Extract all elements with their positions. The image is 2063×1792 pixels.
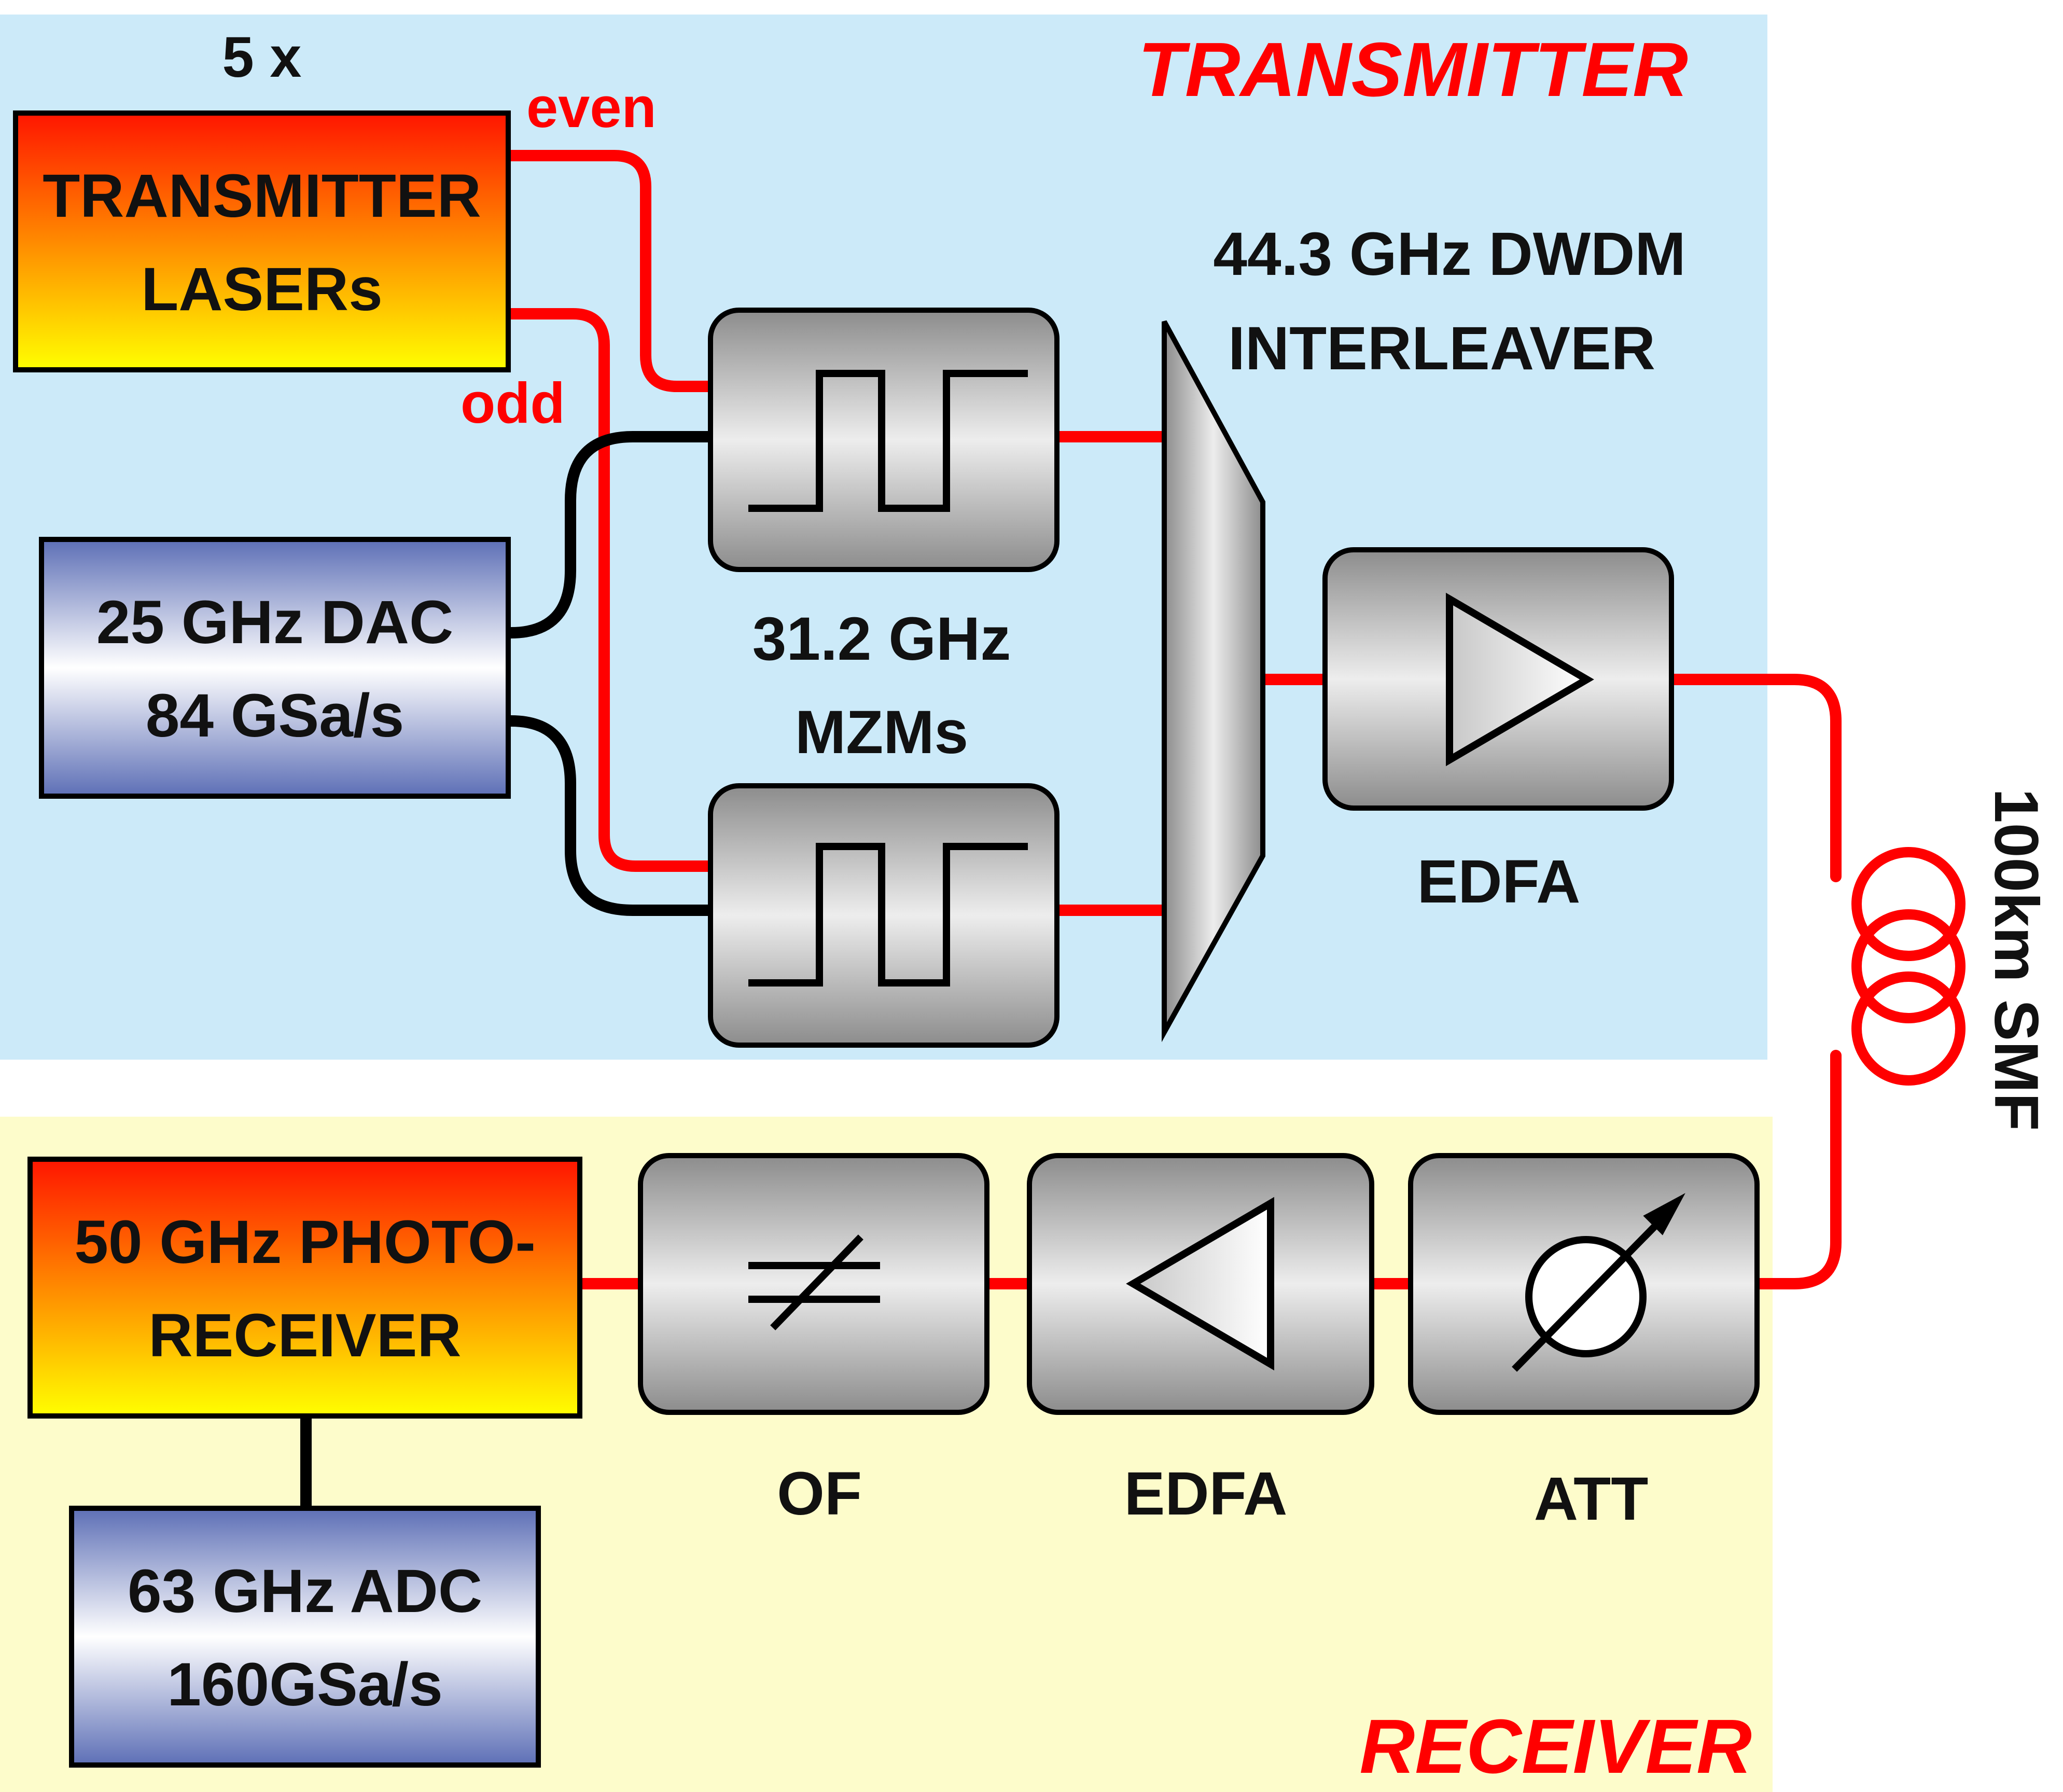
transmitter-section-title: TRANSMITTER: [1138, 27, 1688, 113]
laser-count-label: 5 x: [222, 25, 302, 89]
adc-block: 63 GHz ADC 160GSa/s: [69, 1506, 541, 1768]
not-equal-icon: [748, 1234, 880, 1330]
amplifier-triangle-right-icon: [1446, 592, 1594, 767]
transmitter-lasers-block: TRANSMITTER LASERs: [13, 110, 511, 372]
fiber-length-label: 100km SMF: [1982, 788, 2051, 1131]
photoreceiver-line2: RECEIVER: [148, 1301, 461, 1370]
dac-line1: 25 GHz DAC: [96, 588, 453, 657]
port-odd-label: odd: [461, 371, 565, 435]
photoreceiver-line1: 50 GHz PHOTO-: [74, 1208, 536, 1276]
electrical-links: [300, 431, 716, 1512]
interleaver-block: [1162, 320, 1265, 1043]
variable-attenuator-icon: [1512, 1193, 1685, 1372]
wire-dac-mzm1: [505, 431, 716, 638]
dac-line2: 84 GSa/s: [146, 682, 405, 750]
dac-block: 25 GHz DAC 84 GSa/s: [39, 537, 511, 799]
mzm-top: [708, 308, 1060, 572]
fiber-odd-path: [505, 308, 721, 872]
mzm-bottom: [708, 783, 1060, 1048]
attenuator-label: ATT: [1534, 1465, 1649, 1533]
edfa-transmitter-block: [1322, 547, 1674, 811]
interleaver-label-line1: 44.3 GHz DWDM: [1213, 220, 1685, 288]
optical-filter-block: [638, 1153, 989, 1415]
transmitter-lasers-line1: TRANSMITTER: [43, 162, 481, 230]
square-pulse-icon: [748, 843, 1028, 987]
receiver-section-title: RECEIVER: [1359, 1704, 1752, 1789]
fiber-coil-icon: [1851, 847, 1966, 1086]
edfa-receiver-label: EDFA: [1124, 1460, 1288, 1528]
photoreceiver-block: 50 GHz PHOTO- RECEIVER: [27, 1157, 582, 1419]
fiber-even-path: [505, 150, 721, 392]
fiber-spool-att: [1752, 1050, 1842, 1289]
mzm-label-line1: 31.2 GHz: [752, 605, 1011, 673]
interleaver-label-line2: INTERLEAVER: [1228, 314, 1655, 383]
fiber-links: [505, 150, 1842, 1289]
square-pulse-icon: [748, 370, 1028, 512]
edfa-receiver-block: [1027, 1153, 1374, 1415]
adc-line1: 63 GHz ADC: [128, 1557, 482, 1626]
transmitter-lasers-line2: LASERs: [141, 255, 383, 324]
wire-dac-mzm2: [505, 715, 716, 916]
amplifier-triangle-left-icon: [1126, 1197, 1274, 1371]
edfa-transmitter-label: EDFA: [1417, 848, 1581, 916]
fiber-edfa-spool: [1667, 674, 1842, 882]
port-even-label: even: [526, 76, 657, 140]
adc-line2: 160GSa/s: [167, 1650, 442, 1719]
attenuator-block: [1408, 1153, 1760, 1415]
optical-filter-label: OF: [777, 1460, 862, 1528]
mzm-label-line2: MZMs: [795, 698, 968, 767]
